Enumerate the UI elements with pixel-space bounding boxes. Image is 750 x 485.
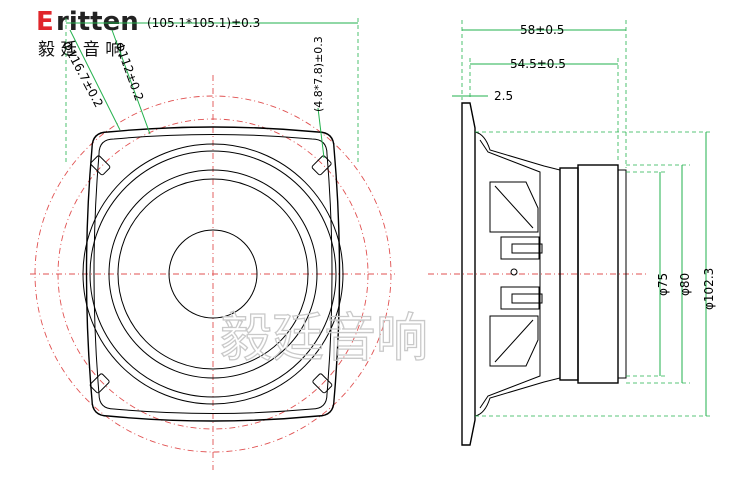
magnet-depth-label: 54.5±0.5: [510, 57, 566, 71]
flange-thickness-label: 2.5: [494, 89, 513, 103]
mounting-slot-label: (4.8*7.8)±0.3: [312, 36, 325, 112]
mounting-slot-bottom-right: [312, 373, 333, 394]
terminal-top-tab: [511, 243, 543, 254]
surround-mid: [89, 150, 337, 398]
phi75-label: φ75: [656, 273, 670, 296]
watermark: 毅廷音响: [220, 309, 428, 369]
terminal-rivet: [510, 268, 518, 276]
logo-brand: ritten: [56, 7, 139, 37]
logo: E ritten 毅 廷 音 响: [36, 7, 139, 60]
front-dimensions: (105.1*105.1)±0.3 Φ116.7±0.2 Φ112±0.2 (4…: [59, 16, 359, 165]
overall-depth-label: 58±0.5: [520, 23, 564, 37]
terminal-top: [500, 236, 540, 260]
logo-initial: E: [36, 7, 54, 37]
square-frame: [85, 126, 341, 422]
surround-outer: [82, 143, 344, 405]
front-view: [30, 75, 395, 470]
phi102-label: φ102.3: [702, 268, 716, 310]
back-plate: [617, 169, 627, 379]
terminal-bottom: [500, 286, 540, 310]
surround-inner: [108, 169, 318, 379]
basket-window-top: [489, 181, 539, 233]
outer-diameter-leader: [69, 29, 121, 131]
frame-flange: [461, 102, 476, 446]
side-view: [428, 102, 648, 446]
dust-cap: [168, 229, 258, 319]
mounting-slot-top-left: [90, 155, 111, 176]
basket-window-bottom: [489, 315, 539, 367]
mounting-slot-top-right: [311, 155, 332, 176]
basket-inner: [479, 139, 541, 409]
side-dimensions: 58±0.5 54.5±0.5 2.5 φ75 φ80 φ102.3: [452, 20, 716, 417]
cone-edge: [117, 178, 309, 370]
hole-circle-diameter-label: Φ112±0.2: [112, 40, 146, 103]
slot-leader: [317, 107, 325, 159]
hole-diameter-leader: [111, 29, 151, 135]
phi80-label: φ80: [678, 273, 692, 296]
square-frame-inner: [93, 134, 333, 414]
terminal-bottom-tab: [511, 293, 543, 304]
mounting-slot-bottom-left: [89, 373, 110, 394]
frame-dimension-label: (105.1*105.1)±0.3: [147, 16, 260, 30]
